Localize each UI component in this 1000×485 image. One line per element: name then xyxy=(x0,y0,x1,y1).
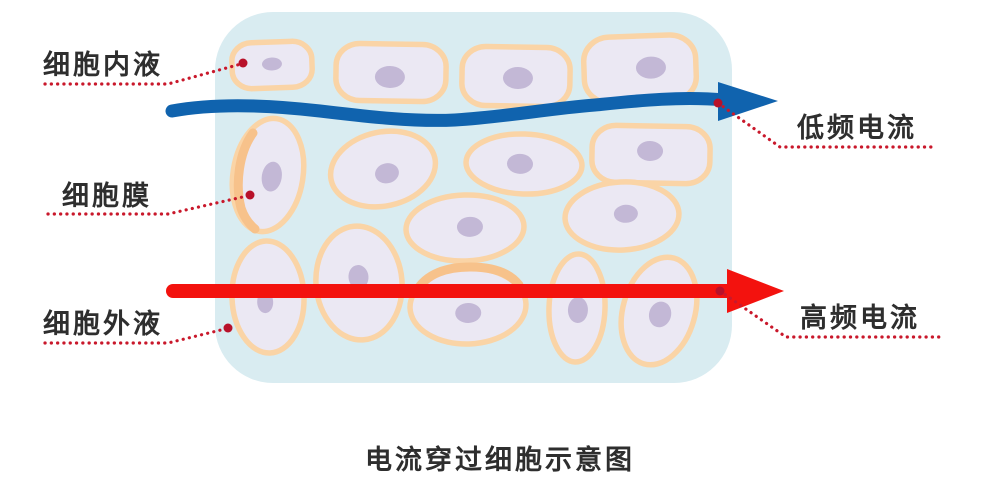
thickened-cell-membrane xyxy=(233,128,260,234)
cell-nucleus xyxy=(374,65,405,88)
leader-dot-extracellular xyxy=(223,323,233,333)
leader-dot-low-freq xyxy=(713,98,723,108)
cell xyxy=(562,179,682,253)
leader-dot-membrane xyxy=(245,190,255,200)
leader-dot-high-freq xyxy=(715,286,725,296)
leader-line-high-freq xyxy=(718,289,943,339)
cell xyxy=(333,40,449,105)
cell xyxy=(463,131,585,197)
cell-nucleus xyxy=(502,67,533,90)
cell xyxy=(546,251,608,365)
leader-line-low-freq xyxy=(716,101,938,149)
label-high-frequency-current: 高频电流 xyxy=(800,303,920,333)
cell-nucleus xyxy=(261,161,282,192)
cell-nucleus xyxy=(261,57,282,71)
cell xyxy=(403,192,527,264)
cell-nucleus xyxy=(635,56,666,79)
leader-line-membrane xyxy=(46,194,249,216)
cell-nucleus xyxy=(613,204,638,223)
cell-nucleus xyxy=(455,302,482,323)
cell xyxy=(459,43,573,110)
label-extracellular-fluid: 细胞外液 xyxy=(43,309,163,339)
high-frequency-current-arrow xyxy=(166,269,784,313)
diagram-caption: 电流穿过细胞示意图 xyxy=(365,445,635,475)
low-frequency-current-path xyxy=(165,92,731,127)
cell xyxy=(313,223,405,343)
cell-nucleus xyxy=(507,153,533,174)
low-frequency-current-arrow xyxy=(165,82,778,127)
cell-nucleus xyxy=(637,140,664,161)
cell xyxy=(580,32,700,106)
cell xyxy=(327,128,439,210)
cell-nucleus xyxy=(648,301,672,328)
cell xyxy=(229,38,315,92)
cell-nucleus xyxy=(348,265,369,290)
cell xyxy=(589,122,713,187)
cell-nucleus xyxy=(456,216,483,237)
label-low-frequency-current: 低频电流 xyxy=(797,113,917,143)
cell-nucleus xyxy=(567,297,588,324)
low-frequency-arrowhead xyxy=(718,82,778,121)
leader-dot-intracellular xyxy=(238,58,248,68)
cell-nucleus xyxy=(375,163,399,184)
high-frequency-arrowhead xyxy=(727,269,784,313)
thickened-cell-membrane xyxy=(411,262,524,297)
label-intracellular-fluid: 细胞内液 xyxy=(43,50,163,80)
label-cell-membrane: 细胞膜 xyxy=(62,181,152,211)
